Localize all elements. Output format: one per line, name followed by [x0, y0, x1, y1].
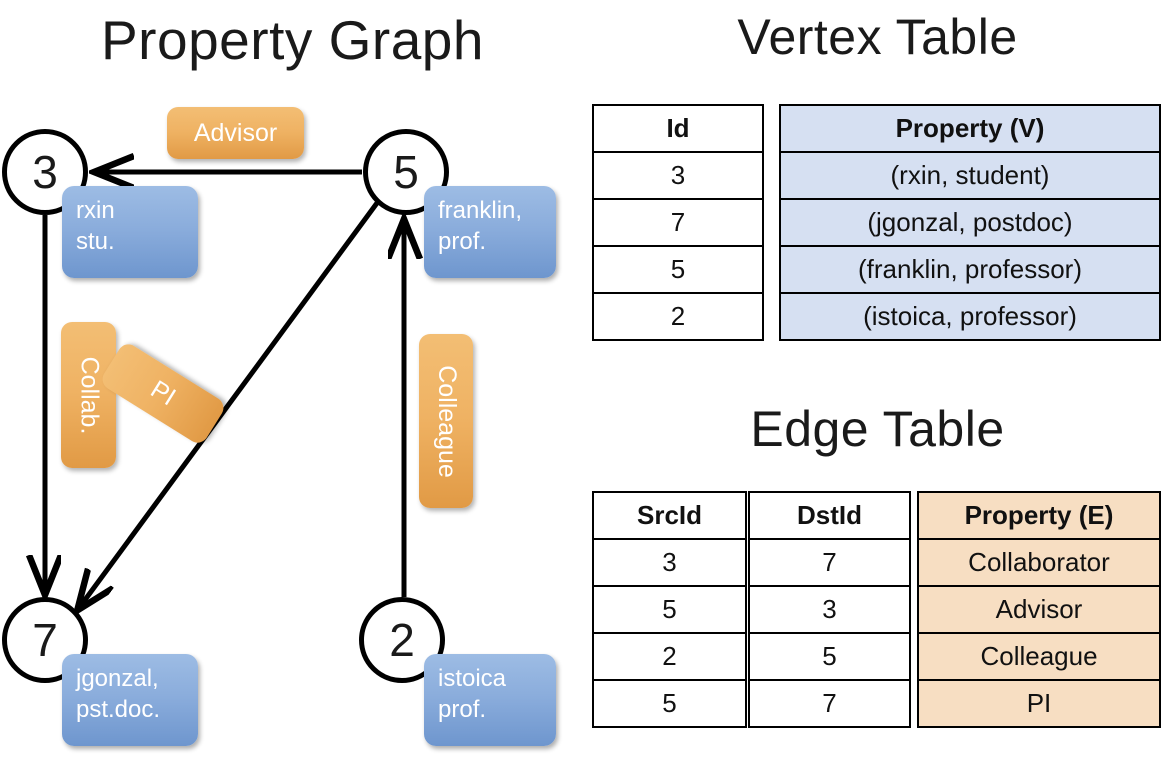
- table-row: 2: [592, 632, 747, 681]
- vertex-property-cell: (istoica, professor): [779, 292, 1161, 341]
- edge-label-pi-text: PI: [145, 374, 181, 412]
- table-row: 5: [592, 245, 764, 294]
- property-graph-diagram: 3 5 7 2 rxin stu. franklin, prof. jgonza…: [0, 0, 585, 760]
- table-header-row: Id: [592, 104, 764, 153]
- edge-dstid-cell: 7: [748, 538, 911, 587]
- vertex-id-cell: 7: [592, 198, 764, 247]
- edge-label-advisor-text: Advisor: [193, 118, 278, 147]
- table-row: 5: [748, 632, 911, 681]
- edge-dstid-cell: 7: [748, 679, 911, 728]
- graph-edges-layer: [0, 0, 585, 760]
- table-row: 5: [592, 679, 747, 728]
- node-property-box-rxin: rxin stu.: [62, 186, 198, 278]
- column-header-srcid: SrcId: [592, 491, 747, 540]
- edge-property-cell: PI: [917, 679, 1161, 728]
- table-row: PI: [917, 679, 1161, 728]
- vertex-id-cell: 5: [592, 245, 764, 294]
- table-row: (istoica, professor): [779, 292, 1161, 341]
- table-row: 3: [592, 151, 764, 200]
- table-header-row: Property (V): [779, 104, 1161, 153]
- vertex-id-cell: 3: [592, 151, 764, 200]
- edge-property-cell: Advisor: [917, 585, 1161, 634]
- vertex-property-cell: (rxin, student): [779, 151, 1161, 200]
- edge-dstid-cell: 5: [748, 632, 911, 681]
- edge-srcid-cell: 2: [592, 632, 747, 681]
- edge-label-colleague: Colleague: [419, 334, 473, 508]
- edge-property-cell: Colleague: [917, 632, 1161, 681]
- vertex-table-id-column: Id 3 7 5 2: [592, 104, 764, 341]
- column-header-property-v: Property (V): [779, 104, 1161, 153]
- edge-label-collab: Collab.: [61, 322, 116, 468]
- edge-table-srcid-column: SrcId 3 5 2 5: [592, 491, 747, 728]
- edge-srcid-cell: 5: [592, 585, 747, 634]
- edge-label-advisor: Advisor: [167, 107, 304, 159]
- table-row: Advisor: [917, 585, 1161, 634]
- edge-label-colleague-text: Colleague: [432, 364, 461, 478]
- vertex-property-cell: (jgonzal, postdoc): [779, 198, 1161, 247]
- page-title-property-graph: Property Graph: [100, 9, 484, 71]
- table-row: (franklin, professor): [779, 245, 1161, 294]
- section-title-vertex-table: Vertex Table: [737, 9, 1018, 65]
- vertex-table-property-column: Property (V) (rxin, student) (jgonzal, p…: [779, 104, 1161, 341]
- edge-table-dstid-column: DstId 7 3 5 7: [748, 491, 911, 728]
- table-row: (rxin, student): [779, 151, 1161, 200]
- graph-node-2[interactable]: 2: [359, 597, 445, 683]
- column-header-id: Id: [592, 104, 764, 153]
- table-row: 3: [592, 538, 747, 587]
- edge-srcid-cell: 5: [592, 679, 747, 728]
- node-property-box-franklin: franklin, prof.: [424, 186, 556, 278]
- table-row: Colleague: [917, 632, 1161, 681]
- vertex-property-cell: (franklin, professor): [779, 245, 1161, 294]
- edge-srcid-cell: 3: [592, 538, 747, 587]
- column-header-property-e: Property (E): [917, 491, 1161, 540]
- table-row: 5: [592, 585, 747, 634]
- edge-dstid-cell: 3: [748, 585, 911, 634]
- table-header-row: Property (E): [917, 491, 1161, 540]
- edge-property-cell: Collaborator: [917, 538, 1161, 587]
- edge-table-property-column: Property (E) Collaborator Advisor Collea…: [917, 491, 1161, 728]
- graph-node-5[interactable]: 5: [363, 129, 449, 215]
- node-property-box-jgonzal: jgonzal, pst.doc.: [62, 654, 198, 746]
- edge-label-collab-text: Collab.: [75, 356, 104, 434]
- section-title-edge-table: Edge Table: [750, 401, 1005, 457]
- vertex-id-cell: 2: [592, 292, 764, 341]
- table-row: 7: [748, 538, 911, 587]
- column-header-dstid: DstId: [748, 491, 911, 540]
- table-header-row: SrcId: [592, 491, 747, 540]
- table-row: (jgonzal, postdoc): [779, 198, 1161, 247]
- edge-5-to-7: [79, 201, 380, 608]
- node-property-box-istoica: istoica prof.: [424, 654, 556, 746]
- table-row: 7: [592, 198, 764, 247]
- table-row: 3: [748, 585, 911, 634]
- table-row: 7: [748, 679, 911, 728]
- table-row: Collaborator: [917, 538, 1161, 587]
- table-header-row: DstId: [748, 491, 911, 540]
- table-row: 2: [592, 292, 764, 341]
